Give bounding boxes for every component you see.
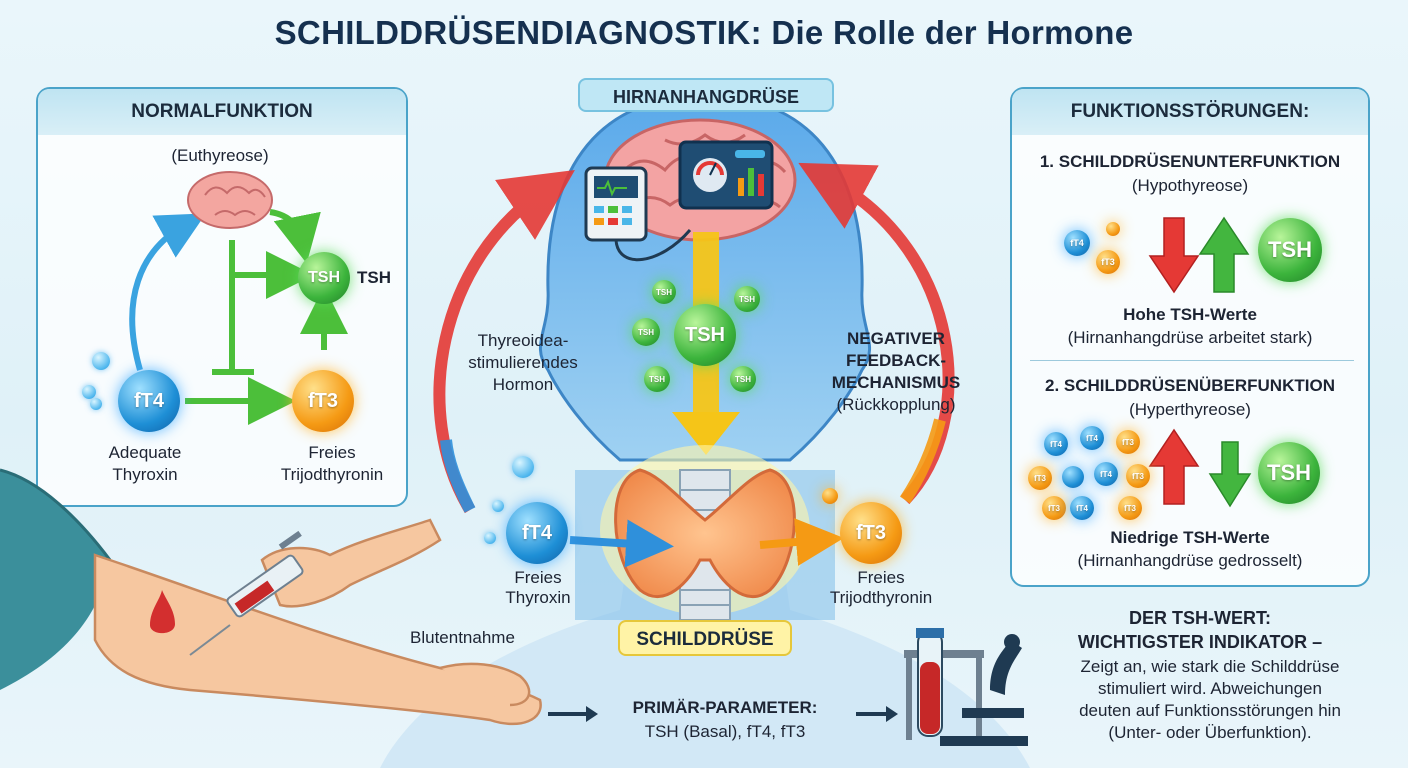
hyper-subtitle: (Hyperthyreose) — [1129, 400, 1251, 419]
ft3-particle-hyper: fT3 — [1028, 466, 1052, 490]
feedback-line: (Rückkopplung) — [836, 395, 956, 414]
bubble-decor — [484, 532, 496, 544]
tsh-particle: TSH — [730, 366, 756, 392]
bubble-decor — [90, 398, 102, 410]
ft4-hormone-center: fT4 — [506, 502, 568, 564]
indicator-body-line: deuten auf Funktionsstörungen hin — [1079, 701, 1341, 720]
ft3-caption-normal: Freies Trijodthyronin — [262, 442, 402, 486]
tsh-description: Thyreoidea- stimulierendes Hormon — [448, 330, 598, 396]
ft3-particle — [822, 488, 838, 504]
feedback-line: FEEDBACK- — [845, 351, 947, 370]
normal-function-heading: NORMALFUNKTION — [38, 89, 406, 135]
feedback-description: NEGATIVER FEEDBACK- MECHANISMUS (Rückkop… — [816, 328, 976, 416]
tsh-description-line: Hormon — [492, 375, 554, 394]
ft4-caption-line: Freies — [514, 568, 562, 587]
tsh-particle: TSH — [632, 318, 660, 346]
ft4-particle-hyper: fT4 — [1044, 432, 1068, 456]
primary-values: TSH (Basal), fT4, fT3 — [644, 722, 806, 741]
disorders-divider — [1030, 360, 1354, 361]
ft3-caption-line: Trijodthyronin — [280, 465, 384, 484]
ft3-particle-hypo: fT3 — [1096, 250, 1120, 274]
tsh-label-normal: TSH — [357, 268, 391, 287]
ft4-particle-hyper-plain — [1062, 466, 1084, 488]
ft4-caption-line: Thyroxin — [112, 465, 178, 484]
ft4-particle-hyper: fT4 — [1070, 496, 1094, 520]
bubble-decor — [92, 352, 110, 370]
feedback-line: NEGATIVER — [847, 329, 945, 348]
ft4-particle-hyper: fT4 — [1080, 426, 1104, 450]
tsh-particle: TSH — [652, 280, 676, 304]
thyroid-label: SCHILDDRÜSE — [618, 620, 792, 656]
ft4-hormone-normal: fT4 — [118, 370, 180, 432]
ft3-particle-hypo-small — [1106, 222, 1120, 236]
ft3-hormone-normal: fT3 — [292, 370, 354, 432]
feedback-line: MECHANISMUS — [831, 373, 961, 392]
hypo-value: Hohe TSH-Werte — [1123, 305, 1257, 324]
hyper-title: 2. SCHILDDRÜSENÜBERFUNKTION — [1045, 376, 1335, 395]
indicator-body: Zeigt an, wie stark die Schilddrüse stim… — [1030, 656, 1390, 744]
disorders-heading: FUNKTIONSSTÖRUNGEN: — [1012, 89, 1368, 135]
tsh-particle: TSH — [644, 366, 670, 392]
ft4-caption-line: Adequate — [108, 443, 182, 462]
euthyreose-subtitle: (Euthyreose) — [171, 146, 269, 165]
tsh-hormone-main: TSH — [674, 304, 736, 366]
ft4-particle-hypo: fT4 — [1064, 230, 1090, 256]
ft3-particle-hyper: fT3 — [1116, 430, 1140, 454]
ft3-particle-hyper: fT3 — [1118, 496, 1142, 520]
hyper-value: Niedrige TSH-Werte — [1110, 528, 1270, 547]
tsh-description-line: Thyreoidea- — [477, 331, 569, 350]
ft4-caption-normal: Adequate Thyroxin — [90, 442, 200, 486]
hypo-subtitle: (Hypothyreose) — [1131, 176, 1249, 195]
pituitary-label: HIRNANHANGDRÜSE — [578, 78, 834, 112]
tsh-hormone-normal: TSH — [298, 252, 350, 304]
bubble-decor — [492, 500, 504, 512]
ft4-caption-line: Thyroxin — [505, 588, 571, 607]
ft3-caption-center: Freies Trijodthyronin — [806, 568, 956, 608]
tsh-description-line: stimulierendes — [468, 353, 578, 372]
bubble-decor — [512, 456, 534, 478]
ft3-hormone-center: fT3 — [840, 502, 902, 564]
tsh-hormone-hyper: TSH — [1258, 442, 1320, 504]
indicator-heading-line: WICHTIGSTER INDIKATOR – — [1077, 632, 1323, 652]
hypo-title: 1. SCHILDDRÜSENUNTERFUNKTION — [1039, 152, 1341, 171]
ft3-caption-line: Freies — [857, 568, 905, 587]
indicator-body-line: Zeigt an, wie stark die Schilddrüse — [1080, 657, 1340, 676]
blood-draw-label: Blutentnahme — [410, 628, 515, 647]
ft3-caption-line: Trijodthyronin — [829, 588, 933, 607]
ft3-particle-hyper: fT3 — [1126, 464, 1150, 488]
ft4-particle-hyper: fT4 — [1094, 462, 1118, 486]
page-title: SCHILDDRÜSENDIAGNOSTIK: Die Rolle der Ho… — [274, 14, 1134, 51]
ft3-particle-hyper: fT3 — [1042, 496, 1066, 520]
hypo-note: (Hirnanhangdrüse arbeitet stark) — [1067, 328, 1313, 347]
tsh-particle: TSH — [734, 286, 760, 312]
indicator-heading-line: DER TSH-WERT: — [1129, 608, 1271, 628]
indicator-body-line: (Unter- oder Überfunktion). — [1108, 723, 1312, 742]
primary-heading: PRIMÄR-PARAMETER: — [632, 698, 818, 717]
tsh-hormone-hypo: TSH — [1258, 218, 1322, 282]
indicator-heading: DER TSH-WERT: WICHTIGSTER INDIKATOR – — [1030, 606, 1370, 654]
hyper-note: (Hirnanhangdrüse gedrosselt) — [1077, 551, 1303, 570]
ft4-caption-center: Freies Thyroxin — [478, 568, 598, 608]
ft3-caption-line: Freies — [308, 443, 356, 462]
indicator-body-line: stimuliert wird. Abweichungen — [1098, 679, 1322, 698]
bubble-decor — [82, 385, 96, 399]
